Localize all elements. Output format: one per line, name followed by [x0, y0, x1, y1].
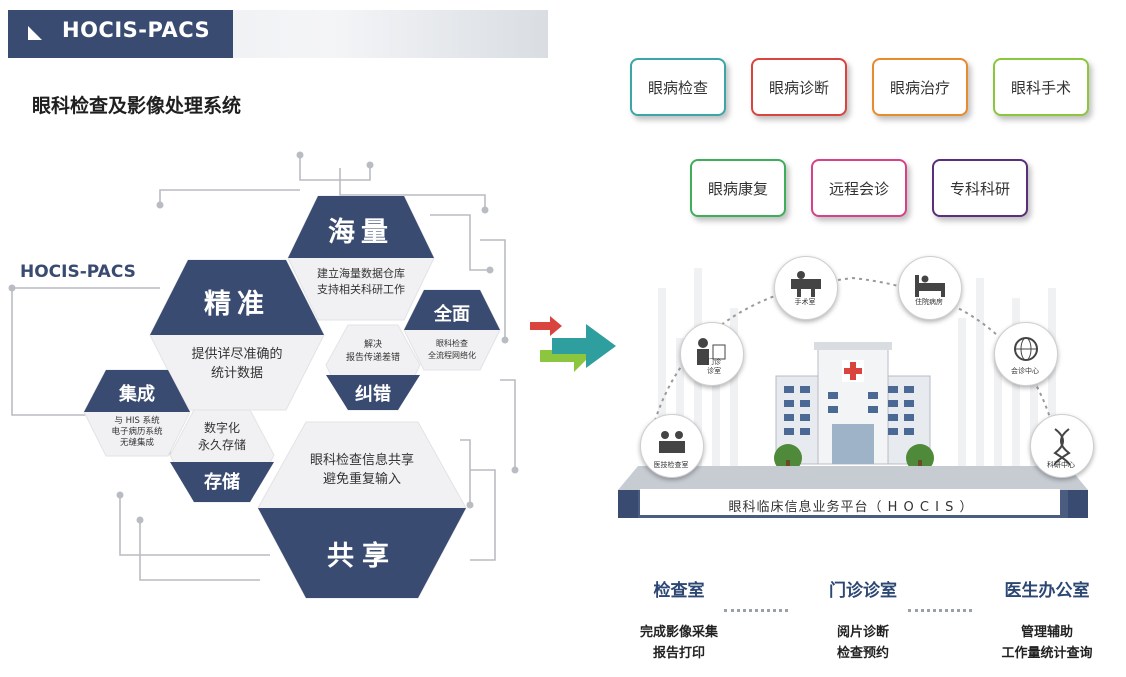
- service-remote-consult: 远程会诊: [811, 159, 907, 217]
- hex-storage-line1: 数字化: [203, 421, 240, 435]
- hex-complete-line2: 全流程网络化: [428, 350, 476, 360]
- hex-correct-line1: 解决: [363, 340, 382, 350]
- side-brand-label: HOCIS-PACS: [20, 262, 136, 282]
- hex-massive-line2: 支持相关科研工作: [317, 282, 405, 296]
- hex-share-line2: 避免重复输入: [322, 471, 401, 487]
- node-outpatient-label: 门诊 诊室: [694, 358, 734, 376]
- node-exam-label: 医技检查室: [653, 461, 689, 469]
- service-specialty-research: 专科科研: [932, 159, 1028, 217]
- hex-share: [257, 421, 467, 599]
- hex-storage-line2: 永久存储: [197, 438, 246, 453]
- room-outpatient-line2: 检查预约: [836, 646, 889, 662]
- hex-integrate-line1: 与 HIS 系统: [114, 416, 160, 426]
- room-office-line1: 管理辅助: [1020, 625, 1073, 640]
- room-office-text: 管理辅助 工作量统计查询: [982, 622, 1112, 665]
- hex-correct-line2: 报告传递差错: [345, 353, 400, 364]
- hex-massive: [287, 195, 435, 321]
- globe-icon: [1014, 337, 1038, 361]
- node-conference-label: 会诊中心: [1011, 367, 1039, 375]
- hex-share-title: 共享: [327, 541, 397, 572]
- node-surgery: [774, 256, 838, 320]
- room-office-title: 医生办公室: [1004, 581, 1090, 601]
- platform-label-bar: [640, 489, 1060, 515]
- dotted-connector-2: [908, 609, 972, 612]
- node-outpatient: [680, 322, 744, 386]
- hex-accurate-line2: 统计数据: [210, 365, 263, 381]
- hex-accurate-title: 精准: [204, 289, 270, 320]
- room-exam-line1: 完成影像采集: [639, 625, 718, 640]
- node-research-label: 科研中心: [1047, 461, 1075, 469]
- hex-massive-text: 建立海量数据仓库 支持相关科研工作: [300, 266, 422, 298]
- node-ward: [898, 256, 962, 320]
- exam-room-icon: [659, 431, 685, 453]
- dna-icon: [1053, 428, 1071, 466]
- hexagon-diagram: [8, 151, 519, 599]
- node-ward-label: 住院病房: [915, 298, 943, 306]
- hex-share-line1: 眼科检查信息共享: [309, 453, 414, 468]
- hex-correct: [325, 324, 421, 411]
- triangle-icon: [28, 26, 42, 40]
- arrows-icon: [530, 316, 616, 372]
- hex-accurate-text: 提供详尽准确的 统计数据: [168, 346, 306, 384]
- doctor-patient-icon: [697, 338, 726, 365]
- dotted-connector-1: [724, 609, 788, 612]
- hex-accurate-line1: 提供详尽准确的: [191, 347, 283, 362]
- hex-correct-title: 纠错: [355, 384, 391, 405]
- room-outpatient-title: 门诊诊室: [829, 581, 897, 601]
- hex-storage-title: 存储: [204, 472, 240, 493]
- page-subtitle: 眼科检查及影像处理系统: [32, 95, 242, 117]
- node-outpatient-line2: 诊室: [707, 367, 721, 376]
- hex-massive-title: 海量: [328, 217, 394, 248]
- room-exam-text: 完成影像采集 报告打印: [614, 622, 744, 665]
- platform-label: 眼科临床信息业务平台（ H O C I S ）: [728, 500, 974, 515]
- circuit-dots: [8, 151, 519, 524]
- service-eye-exam: 眼病检查: [630, 58, 726, 116]
- service-eye-surgery: 眼科手术: [993, 58, 1089, 116]
- hex-integrate: [83, 369, 191, 457]
- bed-icon: [915, 275, 945, 297]
- hex-correct-text: 解决 报告传递差错: [336, 339, 410, 365]
- service-eye-treatment: 眼病治疗: [872, 58, 968, 116]
- room-exam-title: 检查室: [653, 581, 705, 601]
- hex-complete-text: 眼科检查 全流程网络化: [414, 338, 490, 361]
- node-conference: [994, 322, 1058, 386]
- surgery-icon: [791, 271, 821, 297]
- hex-massive-line1: 建立海量数据仓库: [317, 267, 405, 280]
- service-eye-rehab: 眼病康复: [690, 159, 786, 217]
- node-exam: [640, 414, 704, 478]
- node-research: [1030, 414, 1094, 478]
- hex-integrate-title: 集成: [119, 384, 155, 405]
- hex-share-text: 眼科检查信息共享 避免重复输入: [288, 452, 436, 490]
- hex-integrate-line2: 电子病历系统: [111, 427, 163, 438]
- hex-complete: [403, 289, 501, 371]
- room-exam-line2: 报告打印: [652, 646, 705, 662]
- circuit-lines: [11, 155, 516, 581]
- room-office-line2: 工作量统计查询: [1001, 646, 1093, 662]
- hex-integrate-line3: 无缝集成: [119, 438, 154, 449]
- service-eye-diagnosis: 眼病诊断: [751, 58, 847, 116]
- hex-storage-text: 数字化 永久存储: [186, 420, 258, 455]
- hospital-building: [774, 342, 934, 472]
- room-outpatient-text: 阅片诊断 检查预约: [798, 622, 928, 665]
- hex-complete-title: 全面: [434, 304, 470, 325]
- hex-storage: [169, 409, 275, 503]
- hex-integrate-text: 与 HIS 系统 电子病历系统 无缝集成: [96, 416, 178, 449]
- header-title-block: [8, 10, 233, 58]
- hex-complete-line1: 眼科检查: [436, 339, 468, 348]
- header-title: HOCIS-PACS: [62, 18, 211, 42]
- node-outpatient-line1: 门诊: [707, 358, 721, 366]
- node-surgery-label: 手术室: [794, 298, 816, 306]
- room-outpatient-line1: 阅片诊断: [836, 625, 889, 640]
